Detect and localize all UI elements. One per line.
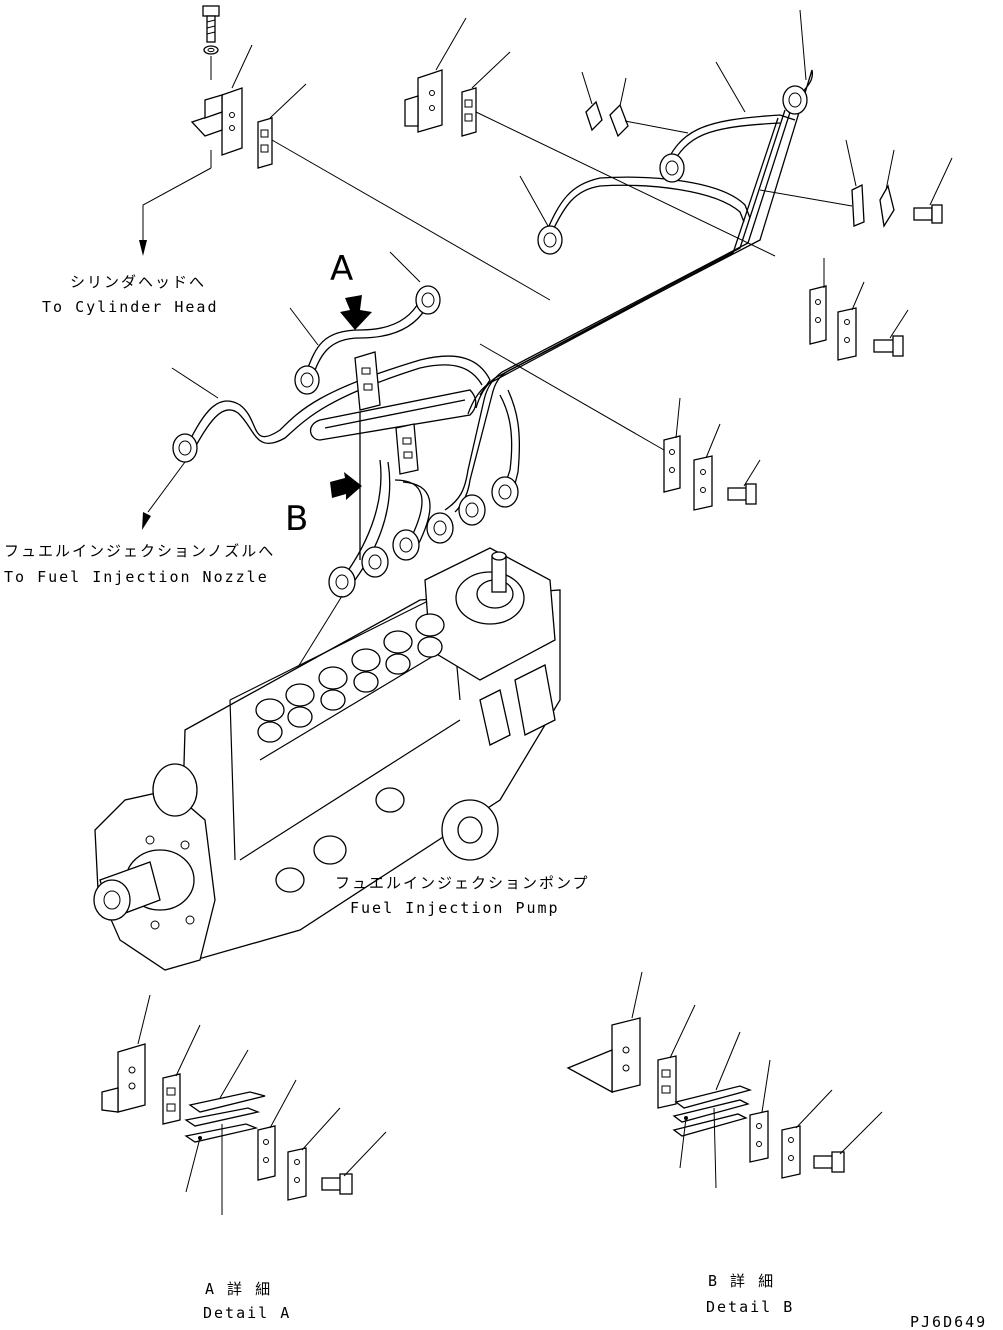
view-arrow-a (340, 295, 372, 330)
bracket-top-center (404, 69, 443, 133)
pipe-clamp-b (395, 423, 419, 475)
clamp-right-low (663, 435, 757, 511)
label-cylinder-head-en: To Cylinder Head (42, 298, 219, 316)
injection-pipe-bundle (444, 69, 814, 513)
pipe-nut-lower-mid (294, 365, 320, 395)
label-detail-b-en: Detail B (706, 1298, 794, 1316)
view-label-a: A (330, 249, 353, 289)
washer-top-left (203, 45, 219, 55)
label-nozzle-en: To Fuel Injection Nozzle (4, 568, 269, 586)
clamp-right-top (851, 183, 943, 228)
bolt-top-left (202, 5, 220, 43)
clip-small-2 (609, 103, 629, 138)
fuel-injection-pump (93, 547, 561, 971)
pipe-clamp-a (354, 351, 381, 411)
pipe-nut-upper-left (537, 225, 563, 255)
pipe-nut-lower-top (415, 285, 441, 315)
label-pump-jp: フュエルインジェクションポンプ (335, 874, 590, 892)
pipe-nut-upper-mid (659, 153, 685, 183)
detail-a-assembly (101, 1043, 353, 1201)
pipe-nuts-pump (328, 476, 519, 598)
clamp-top-center (461, 87, 477, 137)
clamp-top-left (257, 117, 273, 169)
clamp-right-mid (809, 285, 904, 361)
label-detail-a-jp: A 詳 細 (205, 1280, 272, 1298)
bracket-top-left (190, 87, 243, 156)
label-detail-a-en: Detail A (203, 1304, 291, 1322)
label-nozzle-jp: フュエルインジェクションノズルへ (4, 542, 275, 560)
view-arrow-b (330, 472, 362, 500)
drawing-number: PJ6D649 (910, 1313, 987, 1330)
label-pump-en: Fuel Injection Pump (350, 899, 560, 917)
pipe-nut-upper-right (782, 85, 808, 115)
label-detail-b-jp: B 詳 細 (708, 1272, 775, 1290)
detail-b-assembly (566, 1017, 845, 1179)
label-cylinder-head-jp: シリンダヘッドへ (70, 273, 206, 291)
clip-small-1 (585, 100, 603, 132)
pipe-nut-lower-left (172, 433, 198, 463)
view-label-b: B (285, 499, 308, 539)
